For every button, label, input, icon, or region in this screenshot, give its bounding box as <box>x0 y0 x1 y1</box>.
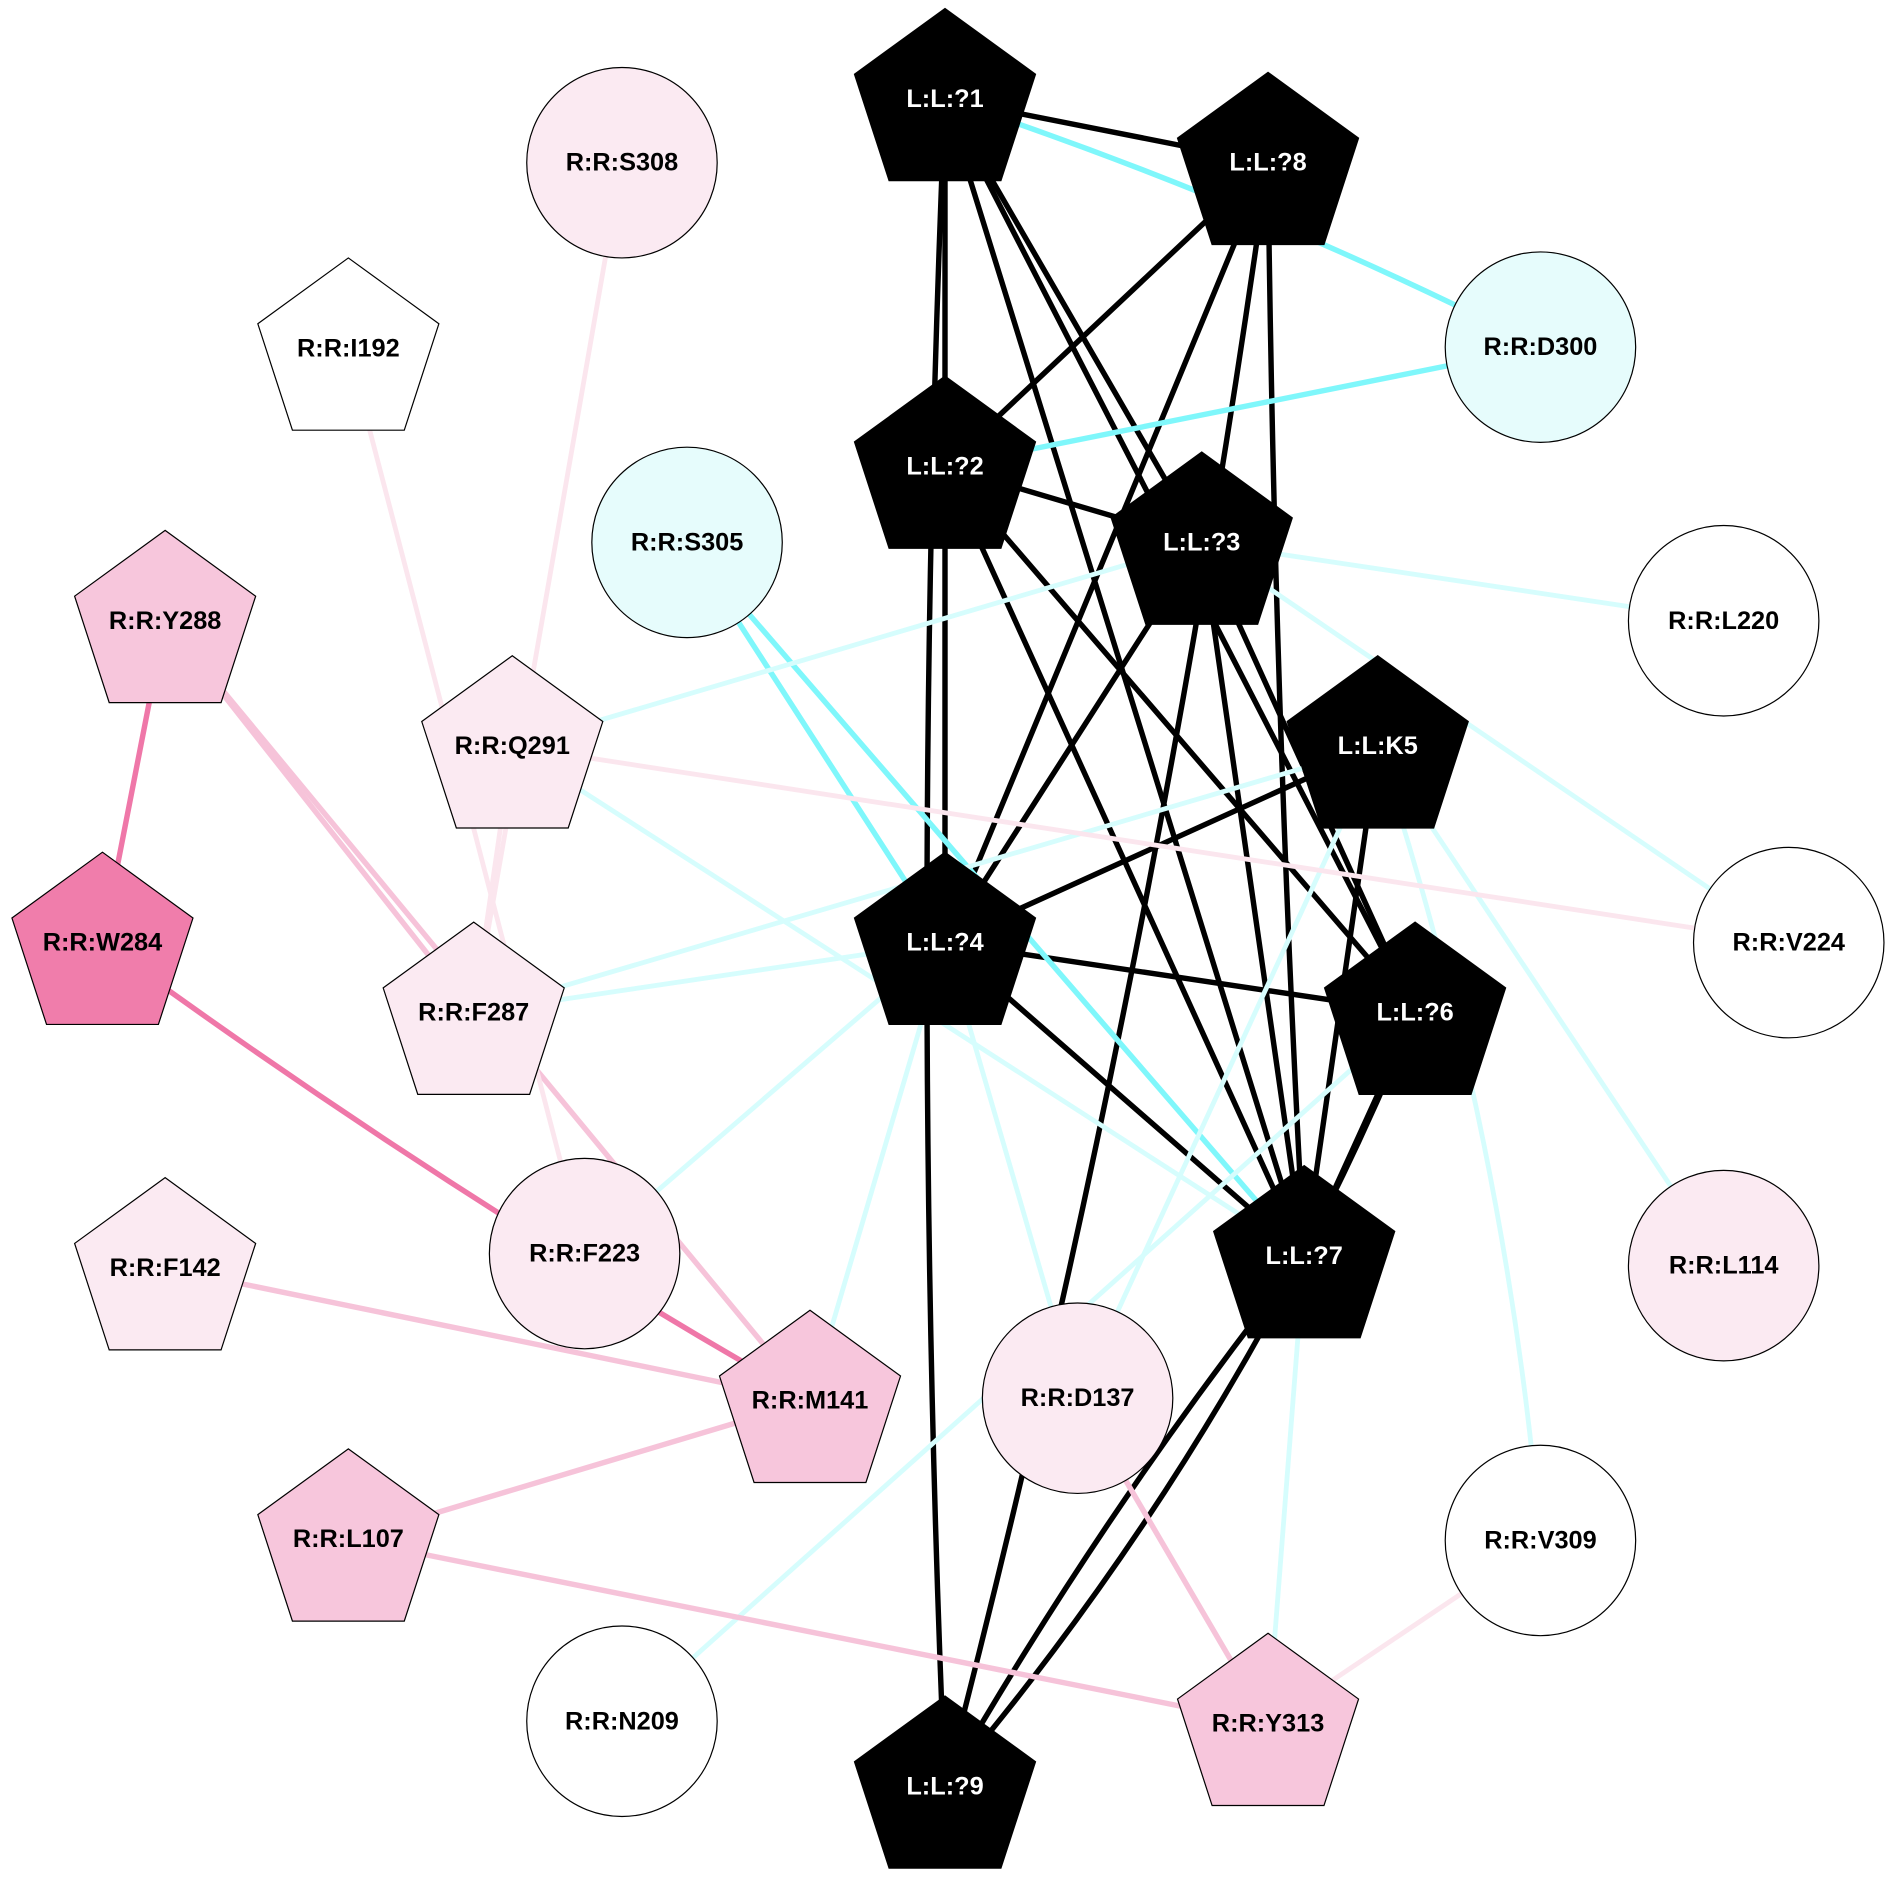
edge-l3-v224 <box>1199 539 1792 945</box>
node-label: L:L:?1 <box>906 85 983 113</box>
node-l8[interactable]: L:L:?8 <box>1176 71 1360 246</box>
circle-node-shape <box>1627 524 1820 717</box>
edge-l6-l9 <box>942 1009 1418 1790</box>
node-v224[interactable]: R:R:V224 <box>1692 846 1885 1039</box>
node-label: R:R:V309 <box>1484 1526 1596 1554</box>
edge-k5-d137 <box>1075 743 1381 1401</box>
node-s305[interactable]: R:R:S305 <box>591 446 783 639</box>
edge-k5-v309 <box>1375 743 1543 1543</box>
pentagon-node-shape <box>11 851 194 1026</box>
pentagon-node-shape <box>1286 654 1469 829</box>
node-l9[interactable]: L:L:?9 <box>853 1695 1037 1869</box>
node-w284[interactable]: R:R:W284 <box>11 851 194 1026</box>
pentagon-node-shape <box>1176 71 1360 246</box>
node-l107[interactable]: R:R:L107 <box>257 1448 440 1622</box>
node-label: R:R:F142 <box>110 1254 221 1282</box>
pentagon-node-shape <box>73 529 257 704</box>
node-label: L:L:K5 <box>1338 732 1418 760</box>
pentagon-node-shape <box>853 7 1037 182</box>
pentagon-node-shape <box>421 654 604 829</box>
circle-node-shape <box>1692 846 1885 1039</box>
node-l3[interactable]: L:L:?3 <box>1110 451 1293 625</box>
node-label: R:R:L114 <box>1669 1252 1779 1280</box>
pentagon-node-shape <box>382 921 565 1095</box>
edge-l107-y313 <box>345 1536 1271 1727</box>
edge-q291-v224 <box>509 743 1792 945</box>
node-label: R:R:Q291 <box>455 732 570 760</box>
circle-node-shape <box>526 66 718 259</box>
edge-f142-m141 <box>162 1265 813 1404</box>
node-y313[interactable]: R:R:Y313 <box>1176 1632 1360 1807</box>
node-f287[interactable]: R:R:F287 <box>382 921 565 1095</box>
circle-node-shape <box>1444 1444 1637 1637</box>
node-label: L:L:?9 <box>906 1772 983 1800</box>
nodes-layer: L:L:?1L:L:?8L:L:?2L:L:?3L:L:K5L:L:?4L:L:… <box>11 7 1885 1869</box>
node-label: L:L:?7 <box>1266 1242 1343 1270</box>
node-label: L:L:?6 <box>1376 999 1453 1027</box>
node-label: R:R:S308 <box>566 149 678 177</box>
node-label: L:L:?3 <box>1163 528 1240 556</box>
node-l4[interactable]: L:L:?4 <box>853 851 1037 1026</box>
node-label: R:R:I192 <box>297 334 400 362</box>
node-label: R:R:N209 <box>565 1707 679 1735</box>
node-l2[interactable]: L:L:?2 <box>853 375 1037 549</box>
pentagon-node-shape <box>853 851 1037 1026</box>
pentagon-node-shape <box>853 375 1037 549</box>
node-label: R:R:L107 <box>293 1525 404 1553</box>
node-m141[interactable]: R:R:M141 <box>718 1309 902 1484</box>
node-l1[interactable]: L:L:?1 <box>853 7 1037 182</box>
edge-w284-m141 <box>99 939 813 1404</box>
node-label: R:R:V224 <box>1733 929 1845 957</box>
node-q291[interactable]: R:R:Q291 <box>421 654 604 829</box>
node-label: L:L:?8 <box>1229 149 1306 177</box>
edge-l8-l7 <box>1265 160 1307 1259</box>
node-label: R:R:Y288 <box>109 607 221 635</box>
node-label: R:R:L220 <box>1668 607 1779 635</box>
node-label: L:L:?2 <box>906 452 983 480</box>
edge-l3-l7 <box>1199 539 1307 1259</box>
circle-node-shape <box>981 1302 1174 1495</box>
node-label: L:L:?4 <box>906 929 983 957</box>
node-d300[interactable]: R:R:D300 <box>1444 251 1637 443</box>
pentagon-node-shape <box>1323 921 1507 1095</box>
node-label: R:R:M141 <box>752 1387 869 1415</box>
pentagon-node-shape <box>1212 1164 1396 1339</box>
pentagon-node-shape <box>257 1448 440 1622</box>
edge-l3-q291 <box>509 539 1205 749</box>
node-k5[interactable]: L:L:K5 <box>1286 654 1469 829</box>
node-l6[interactable]: L:L:?6 <box>1323 921 1507 1095</box>
edge-l8-l4 <box>942 160 1271 946</box>
node-label: R:R:D137 <box>1021 1384 1135 1412</box>
node-l7[interactable]: L:L:?7 <box>1212 1164 1396 1339</box>
node-l220[interactable]: R:R:L220 <box>1627 524 1820 717</box>
circle-node-shape <box>526 1625 718 1818</box>
pentagon-node-shape <box>1110 451 1293 625</box>
pentagon-node-shape <box>1176 1632 1360 1807</box>
pentagon-node-shape <box>718 1309 902 1484</box>
circle-node-shape <box>1444 251 1637 443</box>
node-label: R:R:F287 <box>418 999 529 1027</box>
node-d137[interactable]: R:R:D137 <box>981 1302 1174 1495</box>
circle-node-shape <box>488 1157 681 1350</box>
node-label: R:R:Y313 <box>1212 1710 1324 1738</box>
edge-s308-f287 <box>471 160 625 1015</box>
node-label: R:R:S305 <box>631 528 743 556</box>
node-f223[interactable]: R:R:F223 <box>488 1157 681 1350</box>
pentagon-node-shape <box>853 1695 1037 1869</box>
node-y288[interactable]: R:R:Y288 <box>73 529 257 704</box>
node-label: R:R:F223 <box>529 1240 640 1268</box>
pentagon-node-shape <box>257 257 440 431</box>
node-l114[interactable]: R:R:L114 <box>1627 1169 1820 1362</box>
node-label: R:R:W284 <box>43 929 162 957</box>
node-label: R:R:D300 <box>1484 333 1598 361</box>
node-s308[interactable]: R:R:S308 <box>526 66 718 259</box>
circle-node-shape <box>591 446 783 639</box>
node-n209[interactable]: R:R:N209 <box>526 1625 718 1818</box>
node-f142[interactable]: R:R:F142 <box>73 1176 257 1351</box>
node-v309[interactable]: R:R:V309 <box>1444 1444 1637 1637</box>
circle-node-shape <box>1627 1169 1820 1362</box>
node-i192[interactable]: R:R:I192 <box>257 257 440 431</box>
pentagon-node-shape <box>73 1176 257 1351</box>
